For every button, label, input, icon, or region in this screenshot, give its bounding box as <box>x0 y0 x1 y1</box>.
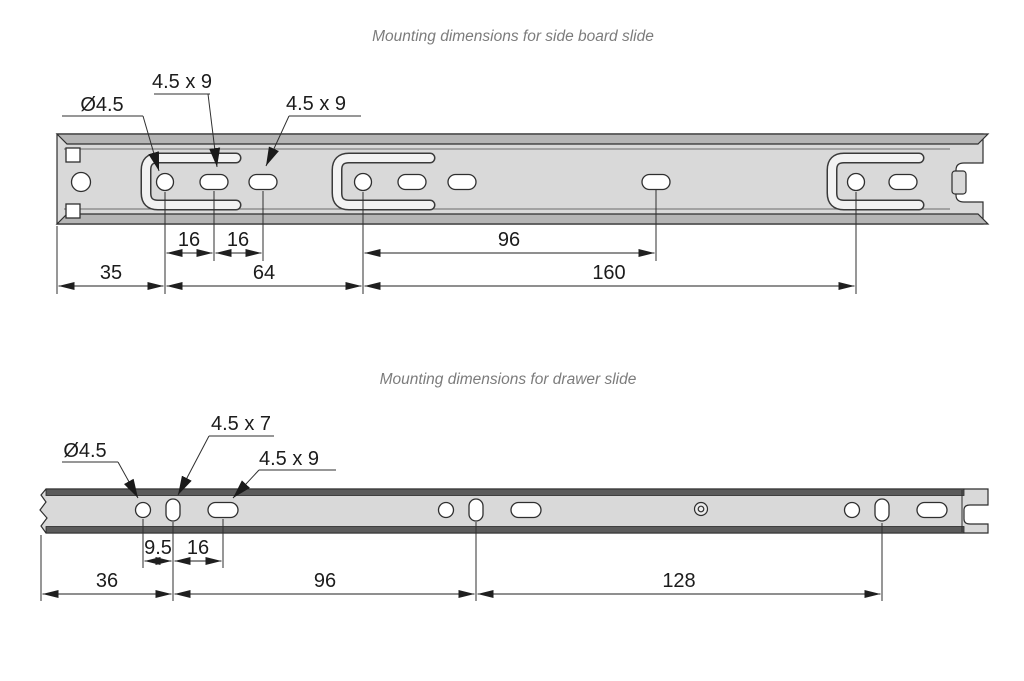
mount-slot-horizontal <box>888 173 918 191</box>
mount-hole-round <box>353 172 373 192</box>
diameter-label: Ø4.5 <box>63 440 106 462</box>
drawer-slide-diagram: Mounting dimensions for drawer slide Ø4.… <box>39 371 989 601</box>
callout-leader-arrow <box>117 461 139 499</box>
diameter-label: Ø4.5 <box>80 94 123 116</box>
side-board-slide-title: Mounting dimensions for side board slide <box>372 28 654 45</box>
side-rail-body <box>56 133 984 225</box>
dimension-160: 160 <box>364 262 855 290</box>
dimension-9-5: 9.5 <box>144 537 172 565</box>
callout-leader-arrow <box>265 115 290 167</box>
mount-slot-horizontal <box>248 173 278 191</box>
callout-diameter: Ø4.5 <box>62 94 160 172</box>
dimension-value: 96 <box>498 229 520 251</box>
dimension-16-second: 16 <box>215 229 262 257</box>
side-rail-bottom-flange <box>55 213 990 225</box>
mount-slot-horizontal <box>447 173 477 191</box>
callout-leader-arrow <box>232 469 260 499</box>
dimension-value: 16 <box>227 229 249 251</box>
mount-slot-vertical <box>165 498 181 522</box>
dimension-35: 35 <box>58 262 164 290</box>
mount-hole-round <box>846 172 866 192</box>
slot-label: 4.5 x 9 <box>286 93 346 115</box>
mount-slot-vertical <box>874 498 890 522</box>
dimension-value: 64 <box>253 262 275 284</box>
dimension-16-first: 16 <box>166 229 213 257</box>
mount-slot-horizontal <box>510 501 542 519</box>
square-cutout <box>65 203 81 219</box>
extension-lines <box>56 190 857 294</box>
callout-slot-a: 4.5 x 7 <box>177 413 274 496</box>
mount-slot-horizontal <box>641 173 671 191</box>
dimension-value: 16 <box>178 229 200 251</box>
dimension-16: 16 <box>174 537 222 565</box>
callout-diameter: Ø4.5 <box>62 440 139 499</box>
extension-lines <box>40 519 883 601</box>
mount-hole-round <box>155 172 175 192</box>
callout-leader-arrow <box>207 93 221 168</box>
rivet <box>693 501 709 517</box>
mount-slot-vertical <box>468 498 484 522</box>
mount-slot-horizontal <box>397 173 427 191</box>
dimension-value: 36 <box>96 570 118 592</box>
side-rail-end-tab <box>951 170 967 195</box>
dimension-128: 128 <box>477 570 881 598</box>
side-rail-top-flange <box>55 133 990 145</box>
adjustment-groove <box>331 152 436 211</box>
slot-label: 4.5 x 9 <box>259 448 319 470</box>
dimension-36: 36 <box>42 570 172 598</box>
end-hole <box>70 171 92 193</box>
mount-hole-round <box>843 501 861 519</box>
side-board-slide-diagram: Mounting dimensions for side board slide <box>55 28 990 294</box>
dimension-value: 35 <box>100 262 122 284</box>
dimension-64: 64 <box>166 262 362 290</box>
mount-hole-round <box>437 501 455 519</box>
adjustment-groove <box>826 152 925 211</box>
dimension-value: 96 <box>314 570 336 592</box>
callout-leader-arrow <box>142 115 160 172</box>
dimension-value: 16 <box>187 537 209 559</box>
slot-label: 4.5 x 9 <box>152 71 212 93</box>
slot-label: 4.5 x 7 <box>211 413 271 435</box>
dimension-96: 96 <box>364 229 655 257</box>
dimension-value: 160 <box>592 262 625 284</box>
dimension-value: 9.5 <box>144 537 172 559</box>
drawer-slide-title: Mounting dimensions for drawer slide <box>380 371 637 388</box>
mount-hole-round <box>134 501 152 519</box>
mount-slot-horizontal <box>916 501 948 519</box>
drawer-rail-bottom-flange <box>45 526 965 534</box>
callout-slot-a: 4.5 x 9 <box>152 71 221 168</box>
callout-slot-b: 4.5 x 9 <box>232 448 336 499</box>
callout-slot-b: 4.5 x 9 <box>265 93 361 167</box>
drawer-rail-top-flange <box>45 488 965 496</box>
square-cutout <box>65 147 81 163</box>
dimension-96: 96 <box>174 570 475 598</box>
callout-leader-arrow <box>177 435 210 496</box>
dimension-value: 128 <box>662 570 695 592</box>
mount-slot-horizontal <box>199 173 229 191</box>
mount-slot-horizontal <box>207 501 239 519</box>
